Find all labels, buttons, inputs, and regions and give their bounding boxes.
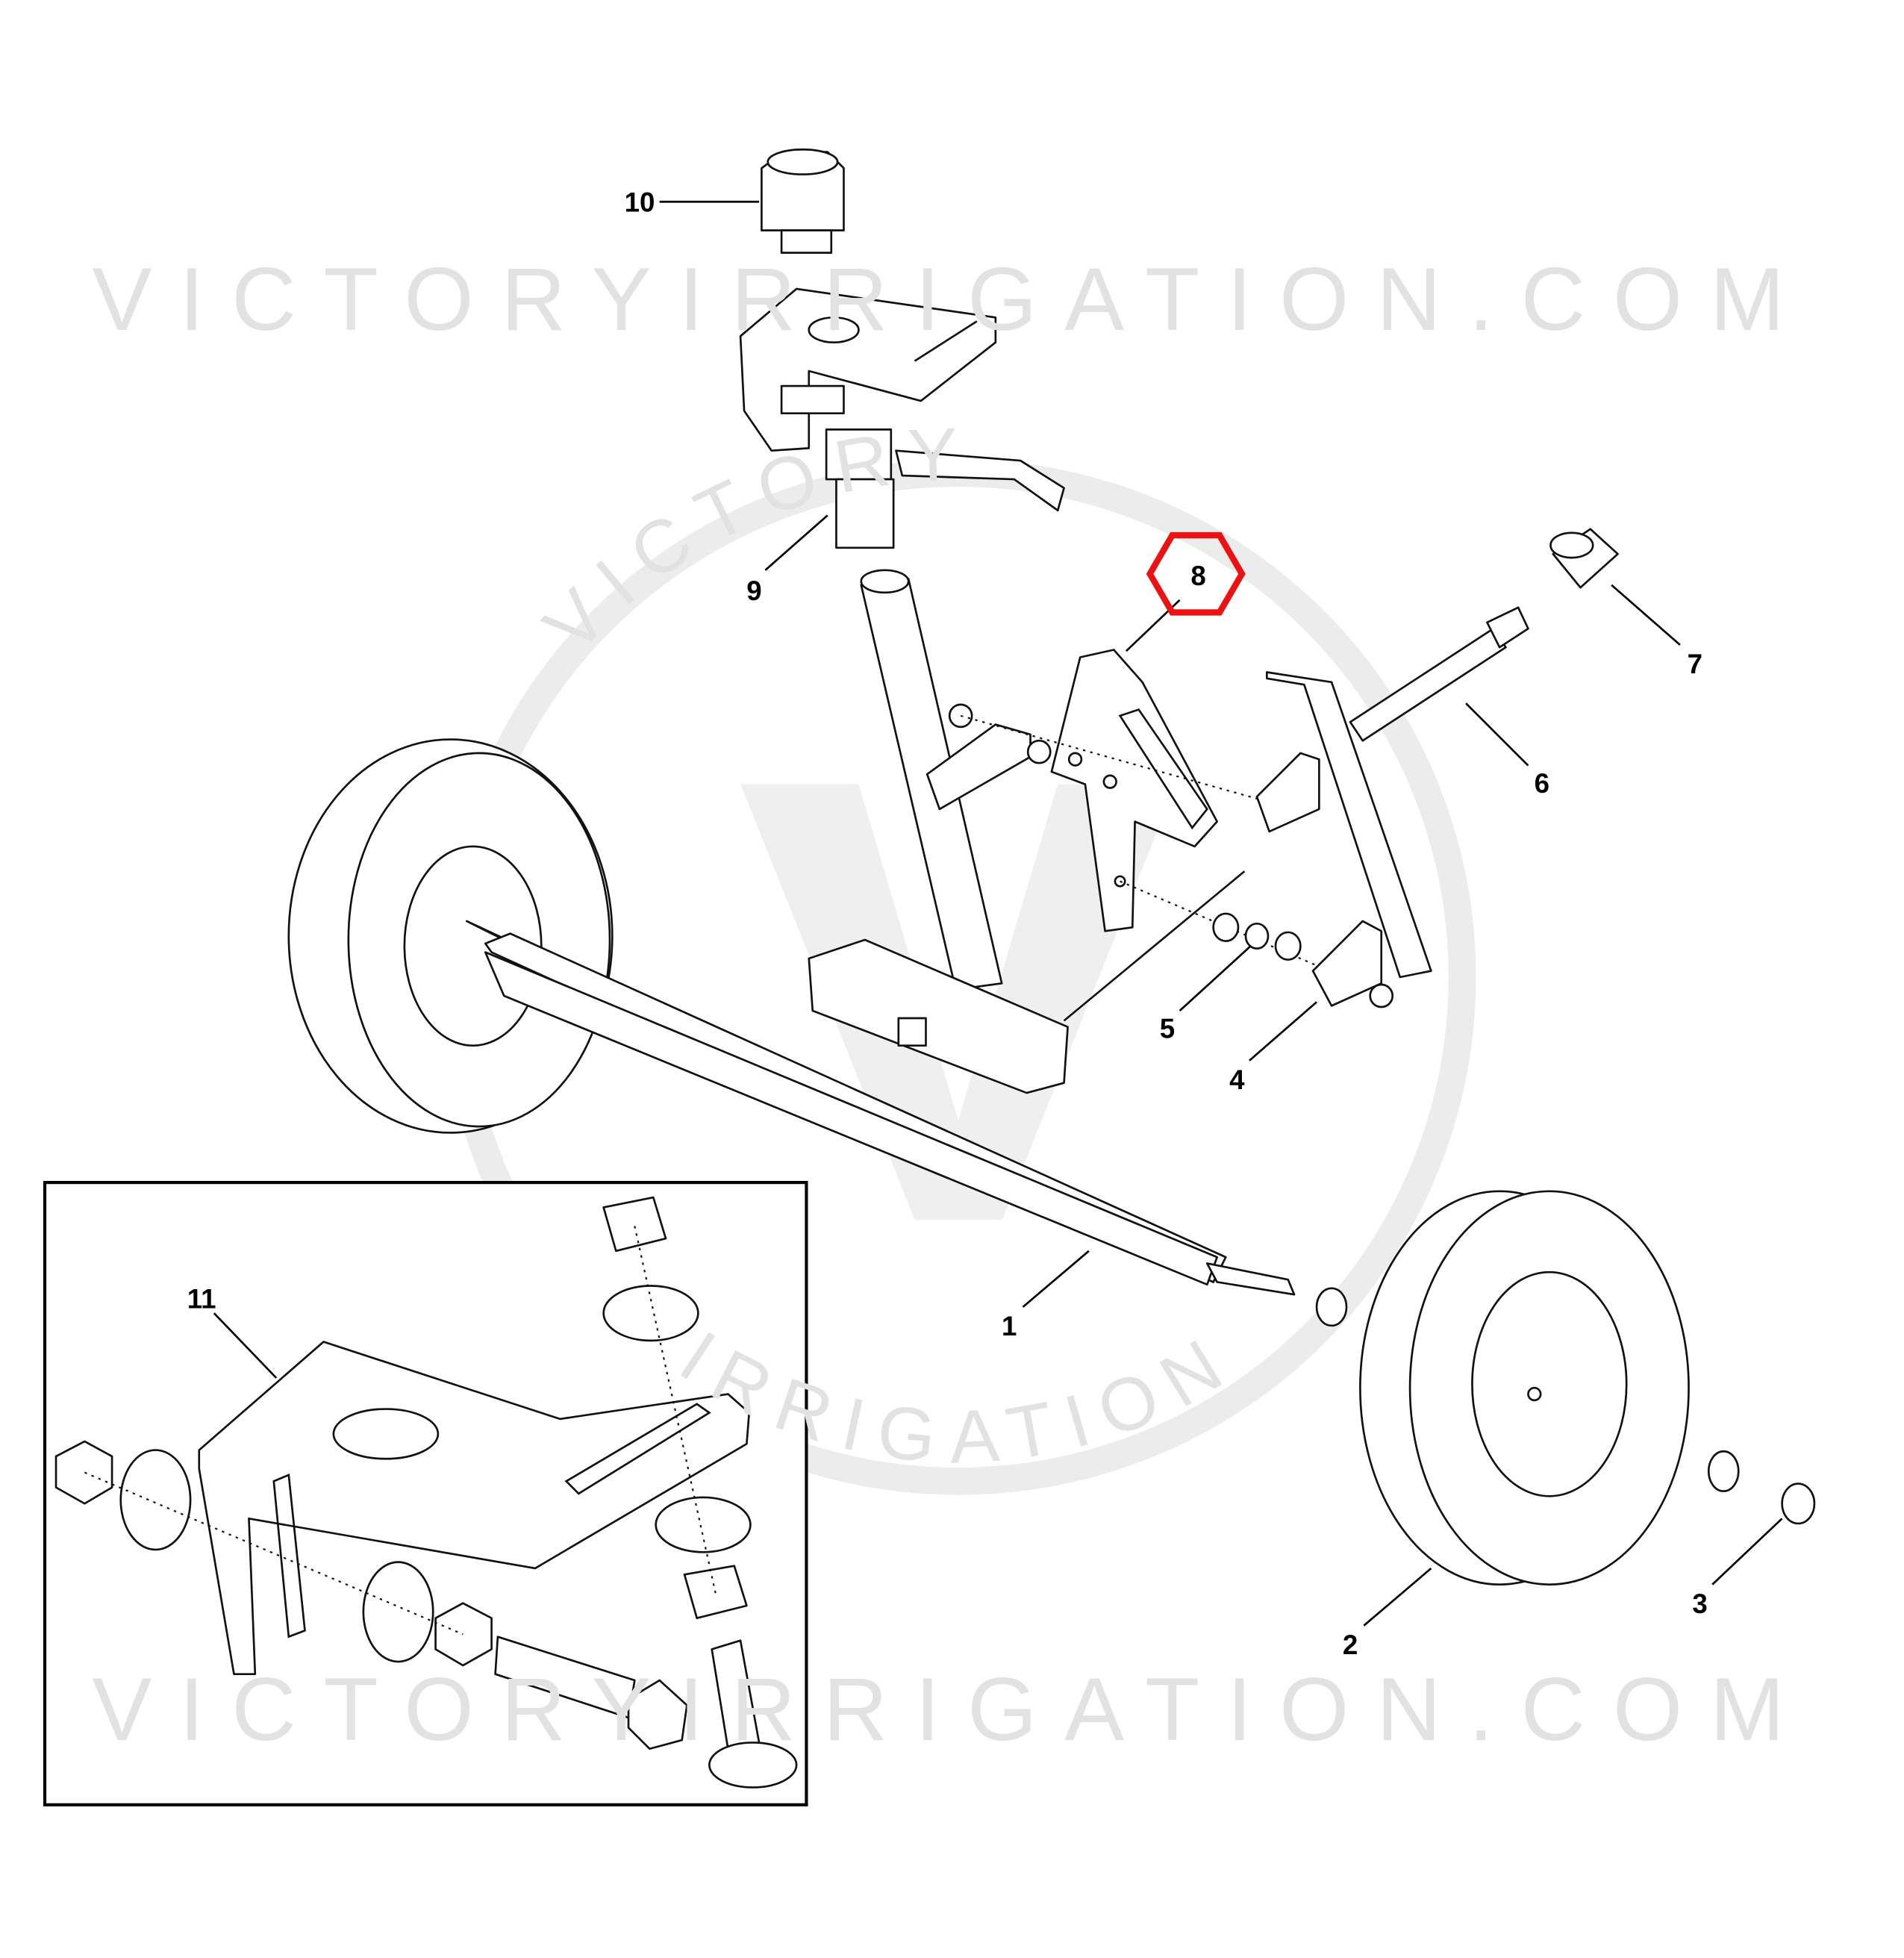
watermark-text-top: VICTORYIRRIGATION.COM [92,249,1811,349]
leader-lines [213,200,1783,1627]
part-7-bushing [1549,528,1619,589]
callout-2[interactable]: 2 [1343,1630,1358,1660]
part-1-axle [465,870,1348,1327]
callout-6[interactable]: 6 [1535,768,1549,799]
callout-10[interactable]: 10 [625,187,655,218]
part-9-valve-assembly [739,287,1065,549]
callout-3[interactable]: 3 [1692,1588,1707,1619]
callout-1[interactable]: 1 [1002,1311,1017,1341]
part-2-wheel-left [287,738,614,1134]
part-5-washers [1212,912,1302,961]
inset-part-11 [43,1181,808,1806]
part-3-cap [1707,1450,1816,1525]
part-2-wheel-right [1359,1190,1690,1586]
part-8-plate [1050,649,1218,932]
highlight-hexagon [1146,531,1246,616]
mount-bracket [926,703,1388,997]
callout-11[interactable]: 11 [187,1284,216,1315]
callout-9[interactable]: 9 [746,576,761,606]
callout-8[interactable]: 8 [1190,561,1205,591]
part-10-fitting [761,148,845,254]
callout-4[interactable]: 4 [1229,1064,1245,1095]
callout-7[interactable]: 7 [1688,649,1702,679]
callout-5[interactable]: 5 [1160,1014,1175,1044]
watermark-text-bottom: VICTORYIRRIGATION.COM [92,1659,1811,1759]
part-6-shaft [1255,606,1529,1008]
